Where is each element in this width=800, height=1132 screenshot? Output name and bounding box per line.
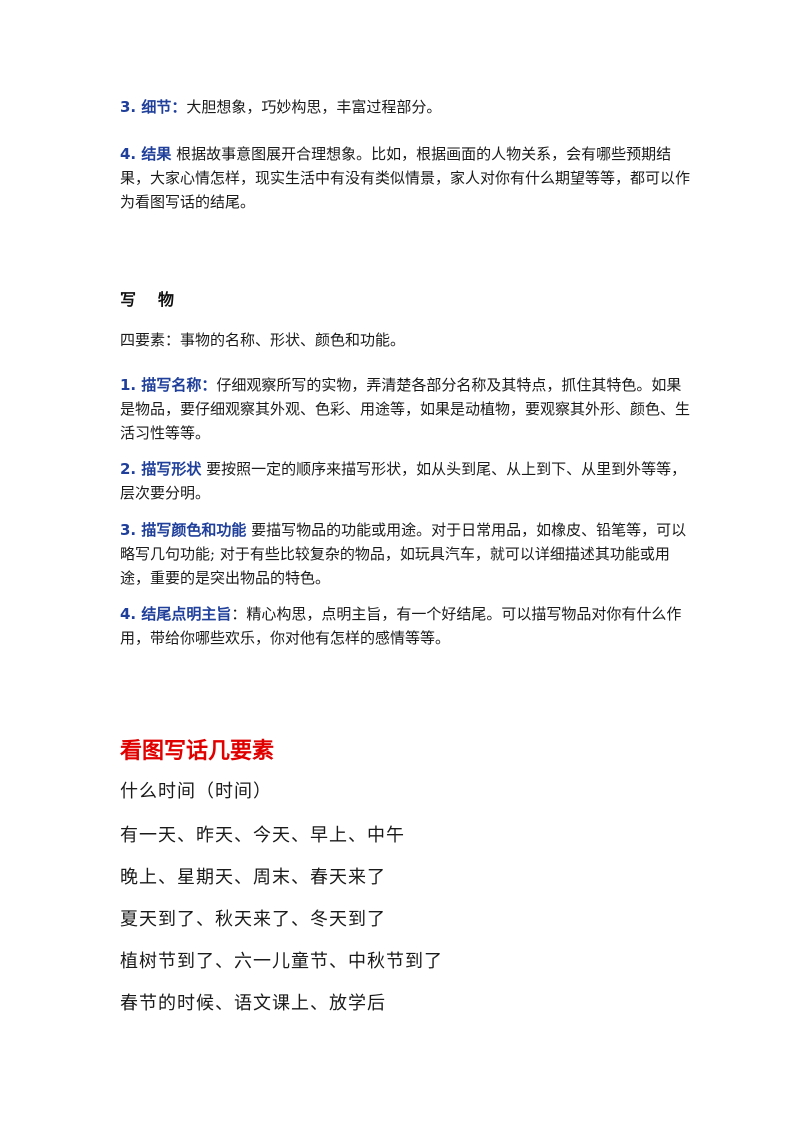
- ending-theme-label: 4. 结尾点明主旨: [120, 605, 232, 623]
- result-paragraph: 4. 结果 根据故事意图展开合理想象。比如，根据画面的人物关系，会有哪些预期结果…: [120, 142, 695, 214]
- detail-text: 大胆想象，巧妙构思，丰富过程部分。: [186, 98, 442, 116]
- describe-shape-paragraph: 2. 描写形状 要按照一定的顺序来描写形状，如从头到尾、从上到下、从里到外等等，…: [120, 457, 695, 505]
- result-label: 4. 结果: [120, 145, 172, 163]
- describe-shape-label: 2. 描写形状: [120, 460, 202, 478]
- detail-label: 3. 细节：: [120, 98, 187, 116]
- describe-name-paragraph: 1. 描写名称：仔细观察所写的实物，弄清楚各部分名称及其特点，抓住其特色。如果是…: [120, 373, 695, 445]
- elements-title: 看图写话几要素: [120, 739, 275, 764]
- describe-color-function-paragraph: 3. 描写颜色和功能 要描写物品的功能或用途。对于日常用品，如橡皮、铅笔等，可以…: [120, 518, 695, 590]
- write-object-heading: 写物: [120, 290, 197, 309]
- describe-name-text: 仔细观察所写的实物，弄清楚各部分名称及其特点，抓住其特色。如果是物品，要仔细观察…: [120, 376, 691, 442]
- describe-color-function-text: 要描写物品的功能或用途。对于日常用品，如橡皮、铅笔等，可以略写几句功能; 对于有…: [120, 521, 687, 587]
- describe-name-label: 1. 描写名称：: [120, 376, 217, 394]
- describe-shape-text: 要按照一定的顺序来描写形状，如从头到尾、从上到下、从里到外等等，层次要分明。: [120, 460, 687, 502]
- ending-theme-paragraph: 4. 结尾点明主旨：精心构思，点明主旨，有一个好结尾。可以描写物品对你有什么作用…: [120, 602, 695, 650]
- time-line-6: 春节的时候、语文课上、放学后: [120, 993, 386, 1014]
- time-line-2: 有一天、昨天、今天、早上、中午: [120, 825, 405, 846]
- time-line-1: 什么时间（时间）: [120, 781, 272, 802]
- ending-theme-text: ：精心构思，点明主旨，有一个好结尾。可以描写物品对你有什么作用，带给你哪些欢乐，…: [120, 605, 682, 647]
- time-line-5: 植树节到了、六一儿童节、中秋节到了: [120, 951, 443, 972]
- intro-text: 四要素：事物的名称、形状、颜色和功能。: [120, 331, 406, 349]
- time-line-4: 夏天到了、秋天来了、冬天到了: [120, 909, 386, 930]
- four-elements-intro: 四要素：事物的名称、形状、颜色和功能。: [120, 328, 695, 352]
- result-text: 根据故事意图展开合理想象。比如，根据画面的人物关系，会有哪些预期结果，大家心情怎…: [120, 145, 691, 211]
- detail-paragraph: 3. 细节：大胆想象，巧妙构思，丰富过程部分。: [120, 95, 695, 119]
- describe-color-function-label: 3. 描写颜色和功能: [120, 521, 247, 539]
- time-line-3: 晚上、星期天、周末、春天来了: [120, 867, 386, 888]
